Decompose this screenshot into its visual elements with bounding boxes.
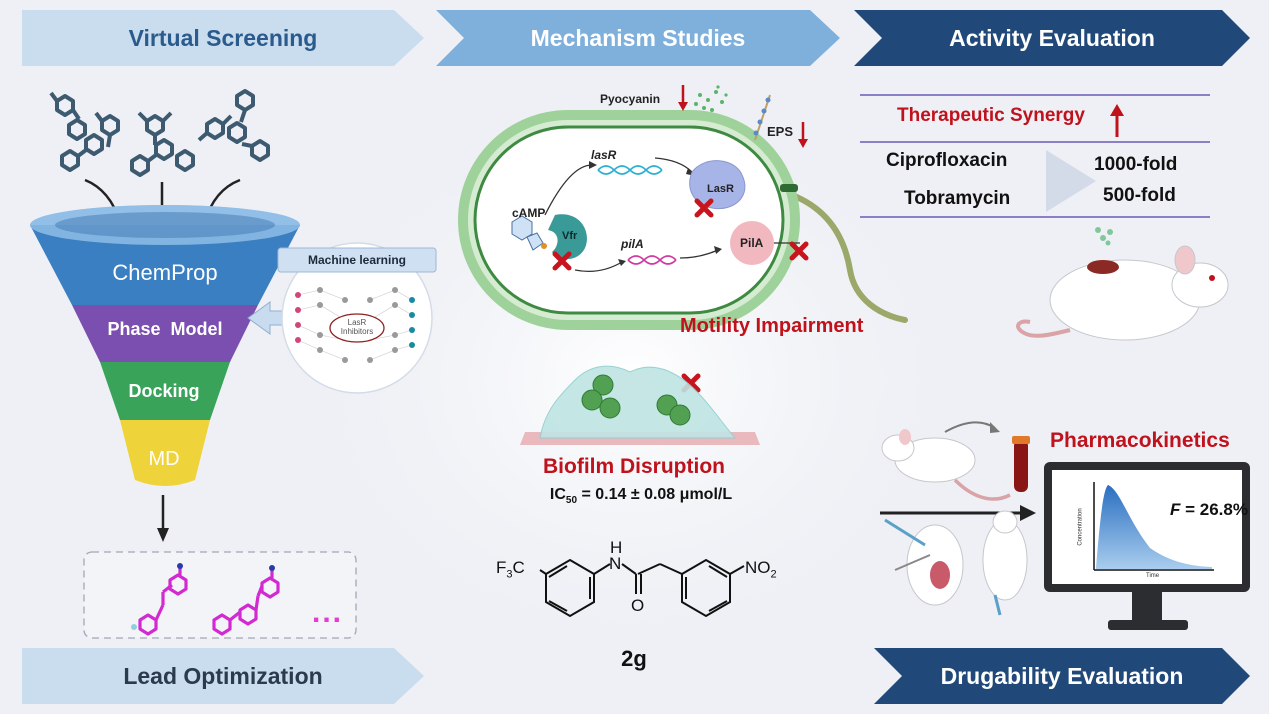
- fold-500: 500-fold: [1103, 185, 1176, 206]
- header-virtual-screening: Virtual Screening: [22, 10, 424, 66]
- header-mechanism-studies-label: Mechanism Studies: [530, 25, 746, 51]
- screening-funnel: [30, 205, 300, 486]
- pathway-arrows: [544, 157, 722, 273]
- pk-x-axis-label: Time: [1146, 573, 1160, 579]
- compound-h: H: [610, 538, 623, 557]
- funnel-layer-chemprop: ChemProp: [112, 260, 218, 285]
- lasr-protein: [689, 160, 746, 210]
- compound-2g-structure: [539, 558, 745, 618]
- mouse-pk: [881, 429, 1011, 501]
- funnel-output-arrow: [157, 495, 169, 542]
- label-lasr-protein: LasR: [707, 183, 734, 195]
- vfr-protein: [548, 214, 587, 260]
- label-camp: cAMP: [512, 206, 546, 220]
- biofilm-illustration: [520, 365, 760, 445]
- biofilm-title: Biofilm Disruption: [543, 455, 725, 478]
- label-pila-protein: PilA: [740, 236, 764, 250]
- eps-strand: [753, 94, 771, 141]
- ml-center-label-line2: Inhibitors: [340, 327, 374, 336]
- ic50-prefix: IC: [549, 486, 566, 503]
- synergy-chevron: [1046, 150, 1096, 212]
- lead-ellipsis: ...: [312, 596, 344, 629]
- header-activity-evaluation: Activity Evaluation: [854, 10, 1250, 66]
- label-pyocyanin: Pyocyanin: [600, 92, 661, 106]
- drug-tobramycin: Tobramycin: [904, 188, 1011, 209]
- funnel-layer-docking: Docking: [128, 381, 200, 401]
- header-activity-evaluation-label: Activity Evaluation: [949, 25, 1155, 51]
- ml-center-label: LasR Inhibitors: [341, 318, 373, 336]
- ic50-value: = 0.14 ± 0.08 μmol/L: [577, 486, 733, 503]
- ic50-subscript: 50: [565, 495, 578, 507]
- funnel-layer-md: MD: [148, 448, 180, 470]
- label-pila-gene: pilA: [621, 237, 644, 251]
- header-drugability-evaluation: Drugability Evaluation: [874, 648, 1250, 704]
- header-mechanism-studies: Mechanism Studies: [436, 10, 840, 66]
- label-eps: EPS: [767, 124, 794, 139]
- ml-center-label-line1: LasR: [347, 318, 367, 327]
- compound-cf3: F3C: [496, 558, 525, 581]
- pk-monitor: [1044, 462, 1250, 630]
- compound-name: 2g: [621, 646, 647, 671]
- compound-no2: NO2: [745, 558, 777, 581]
- compound-o: O: [631, 596, 645, 615]
- funnel-layer-phase-model: Phase Model: [107, 319, 223, 339]
- pk-f-number: = 26.8%: [1180, 500, 1248, 519]
- pk-y-axis-label: Concentration: [1077, 508, 1084, 546]
- lasr-gene-dna: [597, 165, 663, 175]
- header-lead-optimization: Lead Optimization: [22, 648, 424, 704]
- label-motility-impairment: Motility Impairment: [680, 315, 864, 337]
- blood-tube: [1012, 436, 1030, 492]
- camp-molecule: [511, 215, 547, 251]
- pk-f-label: F: [1170, 500, 1181, 519]
- inhibition-crosses: [552, 198, 809, 393]
- compound-n: N: [609, 554, 622, 573]
- molecule-icons: [49, 89, 270, 177]
- pyocyanin-dots: [694, 85, 728, 112]
- ic50-text: IC50 = 0.14 ± 0.08 μmol/L: [550, 486, 732, 506]
- label-vfr: Vfr: [562, 230, 578, 242]
- therapeutic-synergy: Therapeutic Synergy: [897, 105, 1085, 126]
- label-lasr-gene: lasR: [591, 148, 617, 162]
- machine-learning-title: Machine learning: [307, 253, 407, 267]
- up-arrow: [1110, 104, 1124, 137]
- header-drugability-evaluation-label: Drugability Evaluation: [940, 663, 1184, 689]
- drug-ciprofloxacin: Ciprofloxacin: [886, 150, 1008, 171]
- pila-gene-dna: [627, 255, 677, 265]
- mouse-treated: [1016, 227, 1229, 341]
- header-lead-optimization-label: Lead Optimization: [123, 663, 323, 689]
- lead-compounds-box: [83, 551, 357, 639]
- down-arrows: [678, 85, 808, 148]
- pk-curved-arrow: [944, 421, 1000, 433]
- pk-f-value: F = 26.8%: [1170, 500, 1248, 520]
- dosing-mice: [884, 510, 1028, 616]
- pila-protein: [730, 221, 800, 265]
- activity-panel-lines: [860, 94, 1210, 218]
- header-virtual-screening-label: Virtual Screening: [128, 25, 318, 51]
- pk-title: Pharmacokinetics: [1050, 429, 1230, 452]
- fold-1000: 1000-fold: [1094, 154, 1178, 175]
- machine-learning-panel: [247, 242, 437, 394]
